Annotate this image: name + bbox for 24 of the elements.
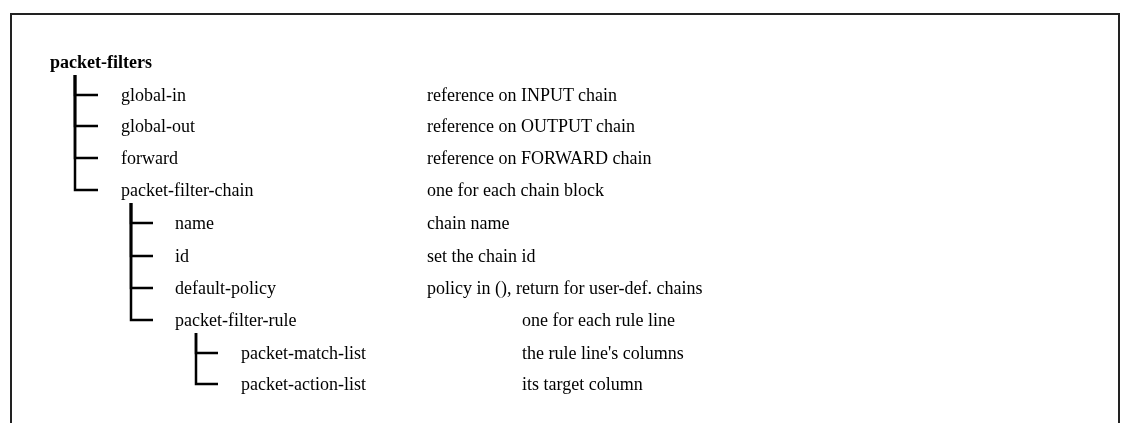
tree-item-label: forward [121, 148, 178, 168]
item-description: reference on INPUT chain [427, 84, 618, 106]
tree-item-label: id [175, 246, 189, 266]
tree-item-label: packet-action-list [241, 374, 366, 394]
tree-item-label: packet-match-list [241, 343, 366, 363]
tree-connector [73, 75, 98, 192]
tree-item-label: packet-filter-rule [175, 310, 297, 330]
tree-item-label: packet-filter-chain [121, 180, 254, 200]
item-description: policy in (), return for user-def. chains [427, 277, 703, 299]
item-description: chain name [427, 212, 510, 234]
item-description: reference on FORWARD chain [427, 147, 652, 169]
tree-connector [194, 333, 218, 386]
tree-item-label: default-policy [175, 278, 276, 298]
item-description: reference on OUTPUT chain [427, 115, 636, 137]
item-description: set the chain id [427, 245, 536, 267]
tree-item-label: name [175, 213, 214, 233]
tree-item-label: global-out [121, 116, 195, 136]
item-description: one for each chain block [427, 179, 604, 201]
tree-item-label: global-in [121, 85, 186, 105]
tree-root-label: packet-filters [50, 52, 152, 72]
item-description: one for each rule line [522, 309, 675, 331]
item-description: its target column [522, 373, 643, 395]
item-description: the rule line's columns [522, 342, 684, 364]
tree-connector [129, 203, 153, 322]
